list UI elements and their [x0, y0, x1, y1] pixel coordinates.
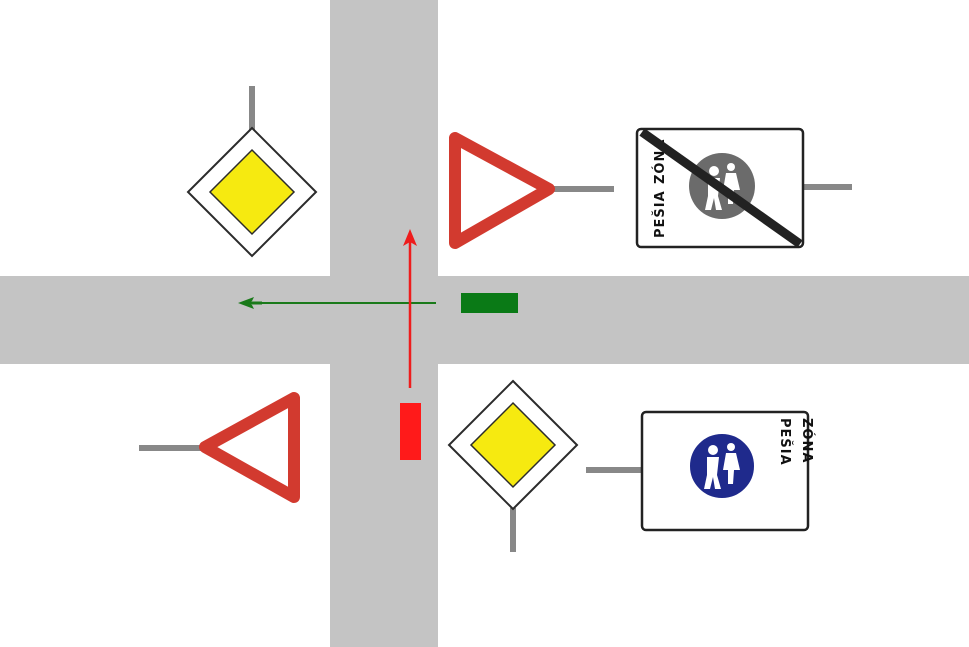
sign-post	[510, 508, 516, 552]
red-arrow-head-icon	[403, 229, 417, 246]
road-horizontal	[0, 276, 969, 364]
yield-sign-top	[449, 132, 614, 249]
zone-start-label-line2: ZÓNA	[799, 418, 815, 463]
yield-sign-left	[139, 392, 300, 503]
priority-road-sign-bottom	[447, 379, 579, 552]
red-vehicle	[400, 403, 421, 460]
red-vehicle-path	[403, 229, 417, 388]
sign-post	[586, 467, 643, 473]
sign-post	[249, 86, 255, 130]
end-strike-line	[639, 128, 803, 248]
zone-end-label-line1: PEŠIA	[652, 190, 668, 238]
green-arrow-head-icon	[238, 297, 254, 309]
green-vehicle-path	[238, 297, 436, 309]
yield-icon	[199, 392, 300, 503]
priority-road-sign-top-left	[186, 86, 318, 258]
pedestrian-zone-end-sign: PEŠIA ZÓNA	[635, 127, 852, 249]
zone-start-label-line1: PEŠIA	[777, 418, 793, 466]
pedestrian-zone-start-sign: PEŠIA ZÓNA	[586, 410, 815, 532]
sign-post	[800, 184, 852, 190]
yield-icon	[449, 132, 555, 249]
green-vehicle	[461, 293, 518, 313]
sign-post	[548, 186, 614, 192]
sign-post	[139, 445, 205, 451]
